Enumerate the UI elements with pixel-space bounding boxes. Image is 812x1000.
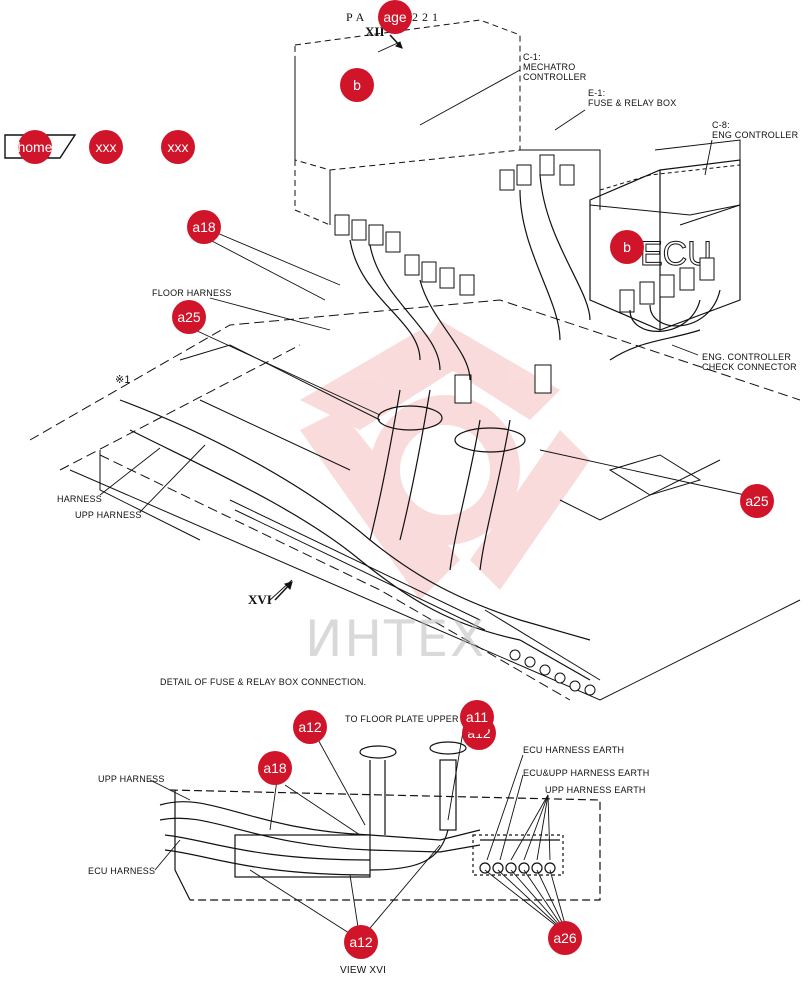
xxx-button-2[interactable]: xxx — [161, 130, 195, 164]
page-header-number: 221 — [412, 10, 442, 24]
callout-a12-bottom[interactable]: a12 — [344, 925, 378, 959]
label-harness: HARNESS — [57, 494, 102, 504]
callout-a25-left-label: a25 — [177, 309, 201, 325]
leader-lines — [99, 41, 746, 601]
view-marker-xvi: XVI — [248, 592, 272, 607]
callout-a11[interactable]: a11 — [460, 700, 494, 734]
callout-a25-left[interactable]: a25 — [172, 300, 206, 334]
callout-a25-right-label: a25 — [745, 493, 769, 509]
label-c8-eng-controller: C-8: ENG CONTROLLER — [712, 120, 799, 140]
page-badge-label: age — [383, 9, 407, 25]
xxx-button-2-label: xxx — [167, 139, 189, 155]
callout-a18-top-label: a18 — [192, 219, 216, 235]
page-badge[interactable]: age — [378, 0, 412, 34]
callout-b-top[interactable]: b — [340, 68, 374, 102]
callout-a12-top[interactable]: a12 — [293, 710, 327, 744]
callout-b-ecu-label: b — [623, 239, 631, 255]
label-ecu-upp-harness-earth: ECU&UPP HARNESS EARTH — [523, 768, 650, 778]
label-upp-harness-lower: UPP HARNESS — [98, 774, 165, 784]
view-xvi-drawing — [159, 741, 601, 901]
callout-a18-bottom[interactable]: a18 — [258, 751, 292, 785]
label-to-floor-plate-upper: TO FLOOR PLATE UPPER — [345, 714, 459, 724]
callout-a12-top-label: a12 — [298, 719, 322, 735]
chassis-outline — [29, 19, 801, 701]
callout-a18-bottom-label: a18 — [263, 760, 287, 776]
harness-bundles — [119, 174, 721, 681]
callout-a18-top[interactable]: a18 — [187, 210, 221, 244]
note-mark: ※1 — [115, 374, 131, 386]
label-upp-harness: UPP HARNESS — [75, 510, 142, 520]
xxx-button-1[interactable]: xxx — [89, 130, 123, 164]
home-button[interactable]: home — [17, 130, 53, 164]
callout-a25-right[interactable]: a25 — [740, 484, 774, 518]
page-header: PA — [346, 10, 369, 24]
home-button-label: home — [17, 139, 53, 155]
label-e1-fuse-relay-box: E-1: FUSE & RELAY BOX — [588, 88, 677, 108]
bolts-upper — [509, 649, 596, 696]
callout-a12-bottom-label: a12 — [349, 934, 373, 950]
label-eng-controller-check-connector: ENG. CONTROLLER CHECK CONNECTOR — [702, 352, 797, 372]
callout-b-top-label: b — [353, 77, 361, 93]
callout-a26-label: a26 — [553, 930, 577, 946]
callout-b-ecu[interactable]: b — [610, 230, 644, 264]
watermark-logo — [300, 320, 590, 600]
label-ecu-harness-earth: ECU HARNESS EARTH — [523, 745, 625, 755]
view-xvi-caption: VIEW XVI — [340, 965, 387, 976]
label-detail-caption: DETAIL OF FUSE & RELAY BOX CONNECTION. — [160, 677, 367, 687]
label-upp-harness-earth: UPP HARNESS EARTH — [545, 785, 646, 795]
home-tab-outline — [4, 134, 77, 159]
arrows — [274, 34, 403, 601]
label-c1-mechatro-controller: C-1: MECHATRO CONTROLLER — [523, 52, 587, 82]
watermark-text: ИНТЕХ — [305, 610, 487, 668]
leader-lines-lower — [149, 719, 569, 941]
xxx-button-1-label: xxx — [95, 139, 117, 155]
callout-a26[interactable]: a26 — [548, 921, 582, 955]
callout-a11-label: a11 — [465, 709, 489, 725]
label-floor-harness: FLOOR HARNESS — [152, 288, 232, 298]
label-ecu-harness: ECU HARNESS — [88, 866, 156, 876]
view-marker-xii: XII — [365, 24, 385, 39]
connector-banks — [334, 154, 715, 404]
